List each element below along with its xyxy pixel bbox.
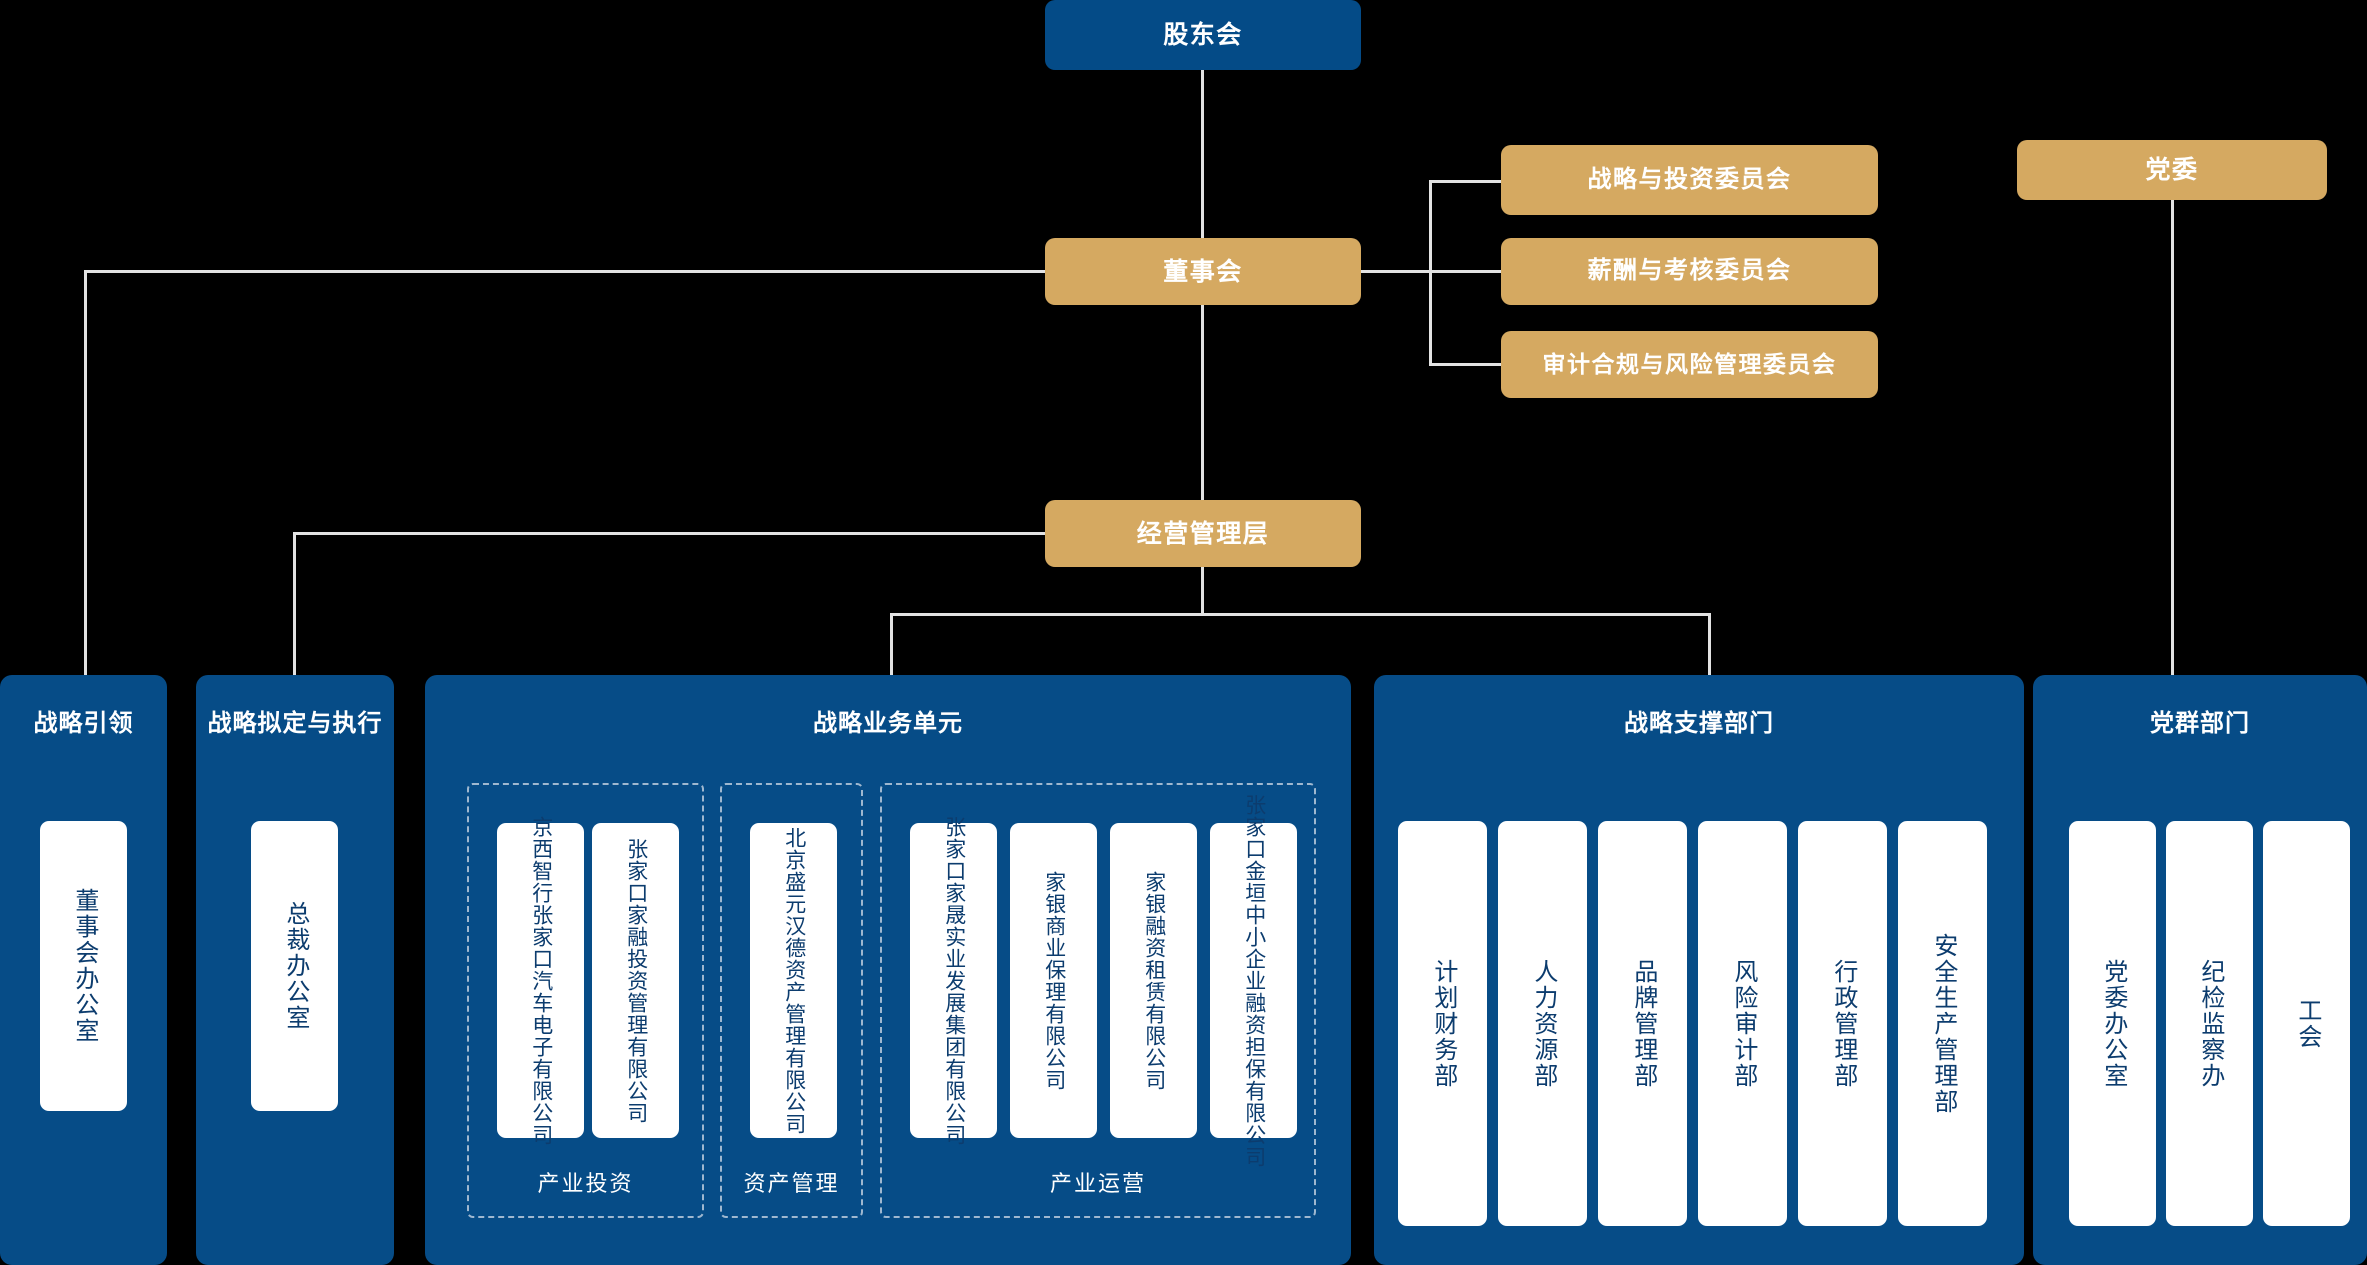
connector-mgmt-to-strategy-exec (293, 532, 296, 675)
committee-label-1: 战略与投资委员会 (1587, 165, 1792, 193)
chip-sbu-7-label: 张家口金垣中小企业融资担保有限公司 (1242, 793, 1266, 1168)
connector-mgmt-down (1201, 567, 1204, 615)
chip-support-1-label: 计划财务部 (1429, 958, 1457, 1089)
chip-sbu-1[interactable]: 京西智行张家口汽车电子有限公司 (497, 816, 584, 1146)
subgroup-label-industrial-investment: 产业投资 (537, 1171, 634, 1196)
chip-party-1-label: 党委办公室 (2099, 958, 2127, 1089)
chip-support-5[interactable]: 行政管理部 (1798, 821, 1887, 1226)
box-management-label: 经营管理层 (1136, 519, 1270, 548)
subgroup-label-asset-management: 资产管理 (743, 1171, 840, 1196)
connector-board-committee-stem (1360, 270, 1431, 273)
chip-support-4-label: 风险审计部 (1729, 958, 1757, 1089)
chip-support-6-label: 安全生产管理部 (1929, 932, 1957, 1115)
panel-title-strategic-business-units: 战略业务单元 (813, 710, 963, 737)
box-committee-audit-risk[interactable]: 审计合规与风险管理委员会 (1501, 331, 1878, 398)
connector-board-to-strategy-lead (84, 270, 87, 675)
chip-support-1[interactable]: 计划财务部 (1398, 821, 1487, 1226)
panel-title-party-departments: 党群部门 (2150, 710, 2250, 737)
box-board-label: 董事会 (1163, 257, 1243, 286)
connector-board-management (1201, 305, 1204, 511)
panel-title-strategy-execution: 战略拟定与执行 (207, 710, 383, 737)
chip-support-2-label: 人力资源部 (1529, 958, 1557, 1089)
chip-sbu-2[interactable]: 张家口家融投资管理有限公司 (592, 823, 679, 1138)
chip-sbu-5-label: 家银商业保理有限公司 (1042, 870, 1066, 1091)
panel-party-departments[interactable]: 党群部门 党委办公室 纪检监察办 工会 (2033, 675, 2367, 1265)
chip-support-5-label: 行政管理部 (1829, 958, 1857, 1089)
chip-sbu-2-label: 张家口家融投资管理有限公司 (624, 837, 648, 1124)
chip-support-3-label: 品牌管理部 (1629, 958, 1657, 1089)
chip-sbu-7[interactable]: 张家口金垣中小企业融资担保有限公司 (1210, 794, 1297, 1168)
connector-shareholders-board (1201, 70, 1204, 238)
box-party-committee[interactable]: 党委 (2017, 140, 2327, 200)
subgroup-industrial-investment: 产业投资 (467, 783, 704, 1218)
chip-sbu-6[interactable]: 家银融资租赁有限公司 (1110, 823, 1197, 1138)
chip-president-office[interactable]: 总裁办公室 (251, 821, 338, 1111)
connector-committee-1 (1429, 180, 1501, 183)
chip-sbu-1-label: 京西智行张家口汽车电子有限公司 (529, 815, 553, 1146)
chip-support-3[interactable]: 品牌管理部 (1598, 821, 1687, 1226)
chip-sbu-3[interactable]: 北京盛元汉德资产管理有限公司 (750, 823, 837, 1138)
panel-title-strategic-support: 战略支撑部门 (1624, 710, 1774, 737)
panel-strategy-execution[interactable]: 战略拟定与执行 总裁办公室 (196, 675, 394, 1265)
box-shareholders-label: 股东会 (1163, 21, 1243, 49)
box-committee-strategy-investment[interactable]: 战略与投资委员会 (1501, 145, 1878, 215)
connector-party-to-party-dept (2171, 200, 2174, 675)
panel-strategy-leadership[interactable]: 战略引领 董事会办公室 (0, 675, 167, 1265)
connector-board-left-arm (84, 270, 1045, 273)
box-board[interactable]: 董事会 (1045, 238, 1361, 305)
subgroup-label-industrial-operations: 产业运营 (1049, 1171, 1146, 1196)
chip-board-office-label: 董事会办公室 (70, 888, 98, 1044)
connector-to-sbu (890, 613, 893, 675)
chip-party-3[interactable]: 工会 (2263, 821, 2350, 1226)
subgroup-industrial-operations: 产业运营 (880, 783, 1316, 1218)
committee-label-3: 审计合规与风险管理委员会 (1542, 350, 1837, 377)
chip-sbu-4-label: 张家口家晟实业发展集团有限公司 (942, 815, 966, 1146)
connector-to-support (1708, 613, 1711, 675)
committee-label-2: 薪酬与考核委员会 (1587, 257, 1792, 285)
connector-committee-3 (1429, 363, 1501, 366)
chip-support-2[interactable]: 人力资源部 (1498, 821, 1587, 1226)
chip-party-3-label: 工会 (2293, 997, 2321, 1050)
panel-title-strategy-leadership: 战略引领 (33, 710, 134, 737)
panel-strategic-support[interactable]: 战略支撑部门 计划财务部 人力资源部 品牌管理部 风险审计部 行政管理部 安全生… (1374, 675, 2024, 1265)
box-committee-compensation-assessment[interactable]: 薪酬与考核委员会 (1501, 238, 1878, 305)
chip-board-office[interactable]: 董事会办公室 (40, 821, 127, 1111)
chip-party-2-label: 纪检监察办 (2196, 958, 2224, 1089)
box-shareholders[interactable]: 股东会 (1045, 0, 1361, 70)
box-party-committee-label: 党委 (2145, 156, 2199, 184)
chip-party-1[interactable]: 党委办公室 (2069, 821, 2156, 1226)
chip-support-6[interactable]: 安全生产管理部 (1898, 821, 1987, 1226)
chip-sbu-3-label: 北京盛元汉德资产管理有限公司 (782, 826, 806, 1135)
box-management[interactable]: 经营管理层 (1045, 500, 1361, 567)
connector-committee-2 (1429, 270, 1501, 273)
chip-president-office-label: 总裁办公室 (281, 901, 309, 1031)
connector-mgmt-bracket (890, 613, 1711, 616)
chip-sbu-6-label: 家银融资租赁有限公司 (1142, 870, 1166, 1091)
chip-party-2[interactable]: 纪检监察办 (2166, 821, 2253, 1226)
chip-sbu-4[interactable]: 张家口家晟实业发展集团有限公司 (910, 816, 997, 1146)
chip-support-4[interactable]: 风险审计部 (1698, 821, 1787, 1226)
chip-sbu-5[interactable]: 家银商业保理有限公司 (1010, 823, 1097, 1138)
panel-strategic-business-units[interactable]: 战略业务单元 产业投资 京西智行张家口汽车电子有限公司 张家口家融投资管理有限公… (425, 675, 1351, 1265)
subgroup-asset-management: 资产管理 (720, 783, 863, 1218)
connector-mgmt-left-arm (293, 532, 1045, 535)
